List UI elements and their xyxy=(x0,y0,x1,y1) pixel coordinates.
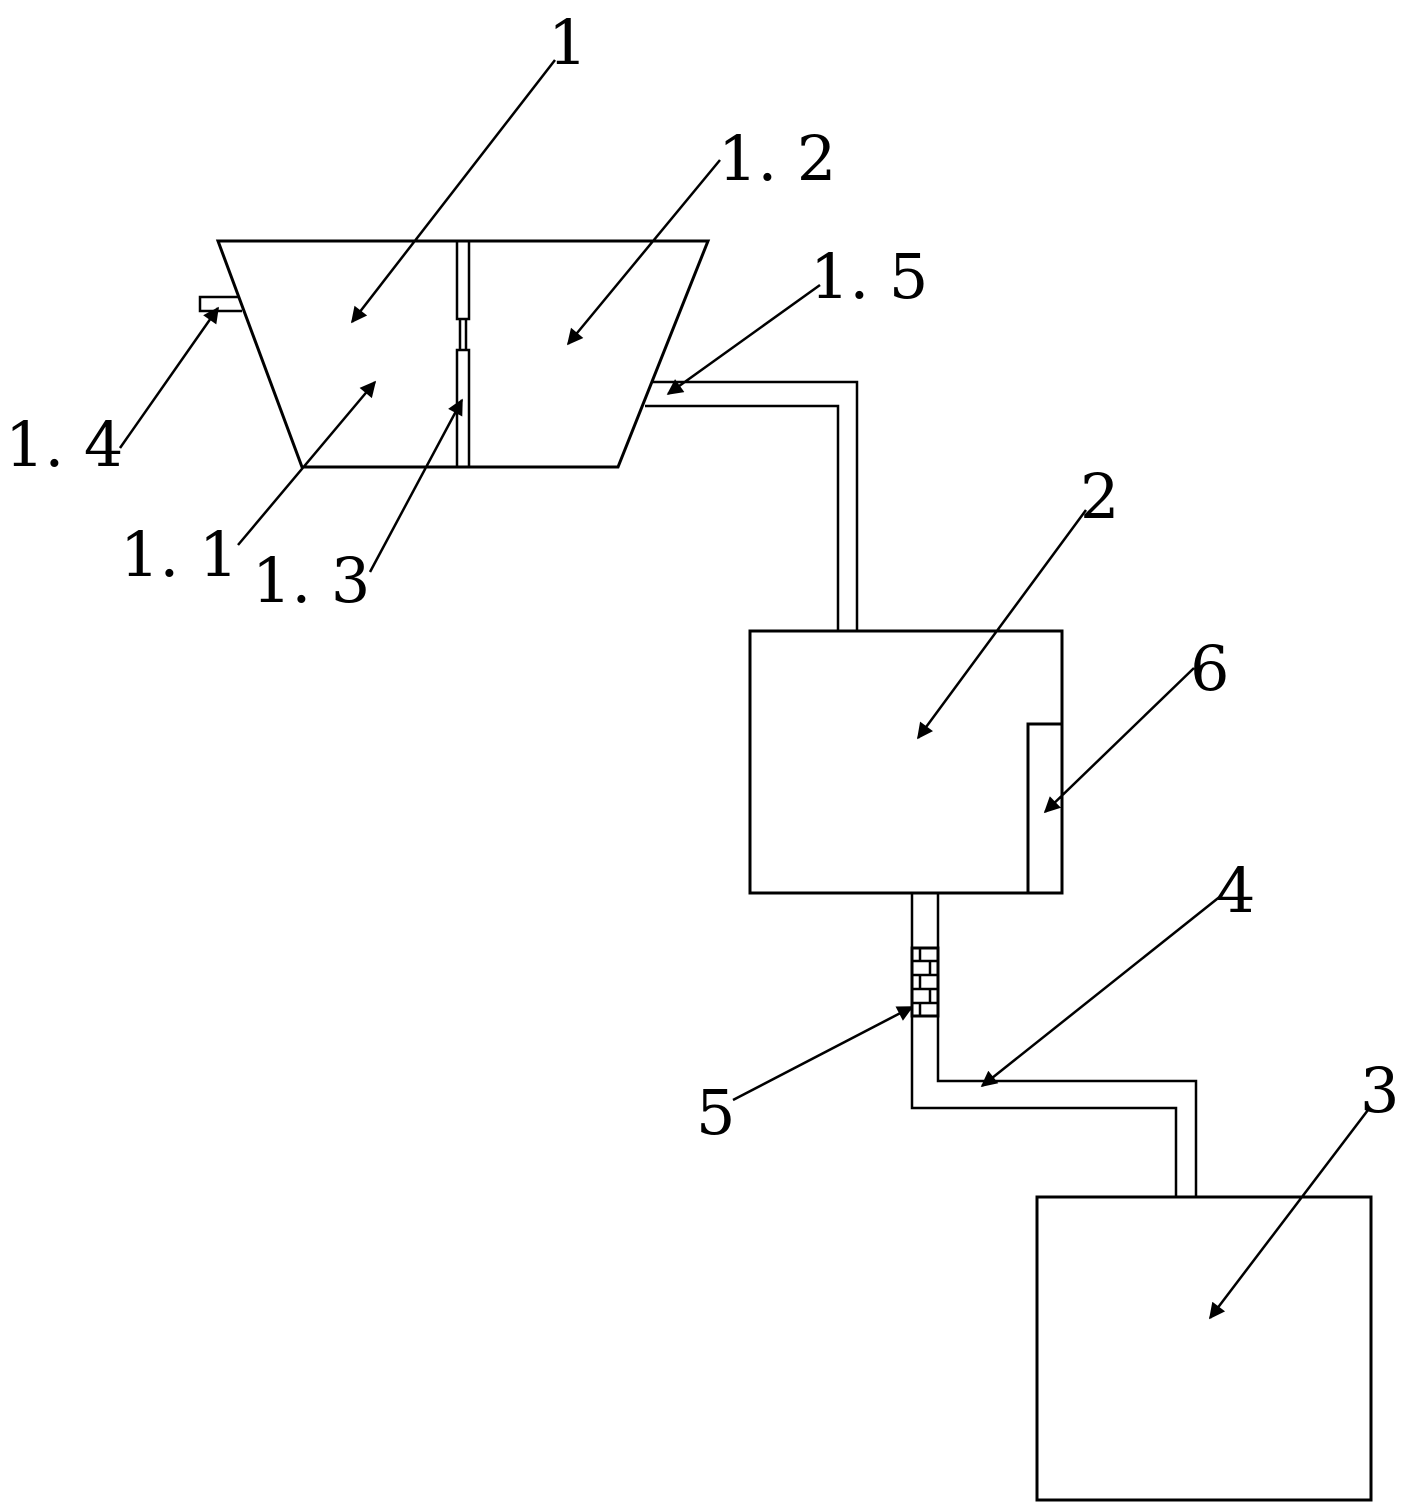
connecting-pipe-4 xyxy=(910,893,1198,1197)
label-1: 1 xyxy=(548,6,587,79)
divider-plate xyxy=(455,239,471,469)
label-1-2: 1. 2 xyxy=(718,122,836,195)
leader-4 xyxy=(980,894,1223,1087)
leader-2 xyxy=(916,509,1088,740)
outlet-pipe-1-5 xyxy=(645,380,859,631)
leader-lines xyxy=(118,59,1369,1320)
side-bracket xyxy=(198,295,242,313)
label-1-5: 1. 5 xyxy=(810,240,928,313)
label-2: 2 xyxy=(1080,460,1119,533)
leader-1-2 xyxy=(566,159,721,346)
leader-1-3 xyxy=(368,398,464,573)
leader-3 xyxy=(1209,1109,1369,1320)
label-1-4: 1. 4 xyxy=(5,408,123,481)
label-5: 5 xyxy=(696,1076,735,1149)
leader-1-4 xyxy=(118,306,220,449)
leader-1 xyxy=(351,59,556,324)
leader-1-5 xyxy=(666,283,821,396)
label-4: 4 xyxy=(1216,854,1255,927)
leader-5 xyxy=(732,1005,914,1102)
valve xyxy=(910,946,940,1018)
bottom-tank xyxy=(1035,1195,1373,1502)
labels: 1 1. 2 1. 5 1. 4 1. 1 1. 3 2 6 4 5 3 xyxy=(5,6,1399,1149)
label-6: 6 xyxy=(1190,632,1229,705)
middle-tank xyxy=(748,629,1064,895)
side-panel xyxy=(1026,722,1062,893)
label-1-3: 1. 3 xyxy=(252,544,370,617)
label-3: 3 xyxy=(1360,1054,1399,1127)
funnel-container xyxy=(215,239,711,469)
leader-6 xyxy=(1043,667,1195,814)
label-1-1: 1. 1 xyxy=(120,518,238,591)
leader-1-1 xyxy=(237,380,377,546)
